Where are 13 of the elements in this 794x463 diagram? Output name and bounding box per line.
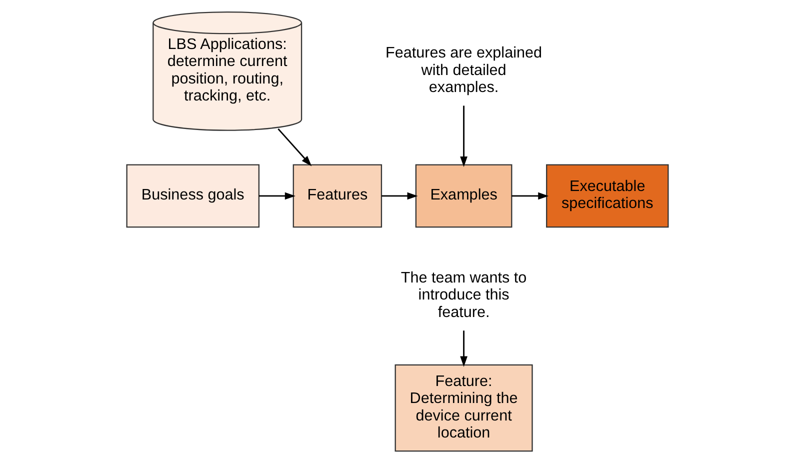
node-box: Features xyxy=(292,164,382,228)
node-box: Feature: Determining the device current location xyxy=(394,364,532,452)
node-text: The team wants to introduce this feature. xyxy=(400,269,526,321)
arrow xyxy=(258,192,295,200)
node-box: Examples xyxy=(414,164,512,228)
arrow xyxy=(460,330,467,367)
node-box: Executable specifications xyxy=(546,164,668,228)
arrow xyxy=(381,192,418,200)
node-text: Features are explained with detailed examples. xyxy=(385,44,542,96)
arrow xyxy=(277,128,312,166)
node-box: Business goals xyxy=(126,164,259,228)
arrow xyxy=(511,192,548,200)
arrow xyxy=(460,106,467,167)
